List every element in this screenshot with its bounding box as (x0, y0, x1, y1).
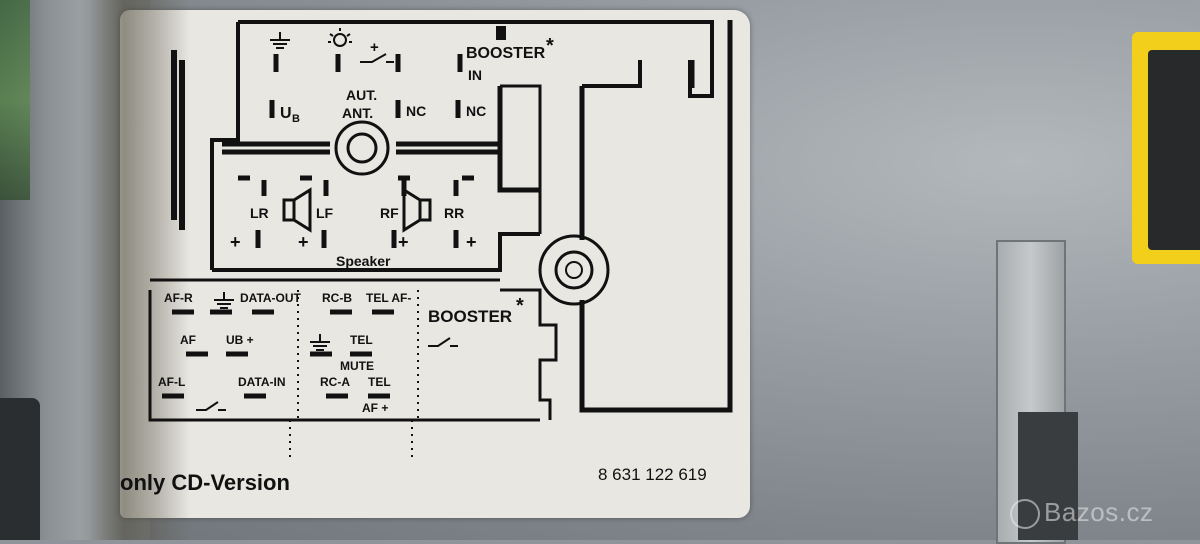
nc-label-2: NC (466, 103, 486, 119)
lr-label: LR (250, 205, 269, 221)
wiring-label (120, 10, 750, 518)
separator-lines (289, 290, 419, 462)
camera-icon (1010, 499, 1040, 530)
rf-plus: + (398, 232, 409, 252)
pin-markers (238, 54, 474, 248)
tel-label-1: TEL (350, 333, 373, 347)
af-gnd-label: AF (180, 333, 196, 347)
connector-outlines (148, 20, 733, 422)
bottom-pin-markers (162, 309, 394, 399)
rr-plus: + (466, 232, 477, 252)
black-mounting-clip (0, 398, 40, 540)
data-in-label: DATA-IN (238, 375, 286, 389)
tel-af-label: TEL AF- (366, 291, 411, 305)
nc-label-1: NC (406, 103, 426, 119)
iso-socket (538, 234, 610, 306)
booster-pin-marker (496, 26, 506, 40)
ub-subscript: B (292, 113, 300, 125)
booster-label-bottom: BOOSTER (428, 307, 512, 326)
lf-label: LF (316, 205, 334, 221)
tel-label-2: TEL (368, 375, 391, 389)
ub-label: U (280, 105, 292, 122)
rr-label: RR (444, 205, 464, 221)
lr-plus: + (230, 232, 241, 252)
cd-version-note: only CD-Version (120, 470, 290, 495)
illumination-icon (328, 28, 352, 47)
watermark: Bazos.cz (1010, 497, 1154, 530)
part-number: 8 631 122 619 (598, 465, 707, 484)
plus-label: + (370, 39, 379, 56)
af-plus-label: AF + (362, 401, 388, 415)
lf-plus: + (298, 232, 309, 252)
af-l-label: AF-L (158, 375, 185, 389)
switch-icon (196, 53, 458, 411)
antenna-socket (334, 120, 390, 176)
data-out-label: DATA-OUT (240, 291, 302, 305)
booster-asterisk-bottom: * (516, 295, 524, 317)
booster-asterisk: * (546, 35, 554, 57)
booster-label: BOOSTER (466, 45, 546, 62)
booster-in-label: IN (468, 67, 482, 83)
speaker-label: Speaker (336, 253, 391, 269)
speaker-icon (282, 187, 312, 233)
ant-label: ANT. (342, 105, 373, 121)
warning-sticker-inner (1148, 50, 1200, 250)
watermark-text: Bazos.cz (1044, 497, 1154, 527)
rc-b-label: RC-B (322, 291, 352, 305)
speaker-icon-right (402, 187, 432, 233)
mute-label: MUTE (340, 359, 374, 373)
rc-a-label: RC-A (320, 375, 350, 389)
aut-label: AUT. (346, 87, 377, 103)
rf-label: RF (380, 205, 399, 221)
background-plant (0, 0, 30, 200)
ground-icon (214, 32, 330, 351)
af-r-label: AF-R (164, 291, 193, 305)
ub-plus-label: UB + (226, 333, 254, 347)
